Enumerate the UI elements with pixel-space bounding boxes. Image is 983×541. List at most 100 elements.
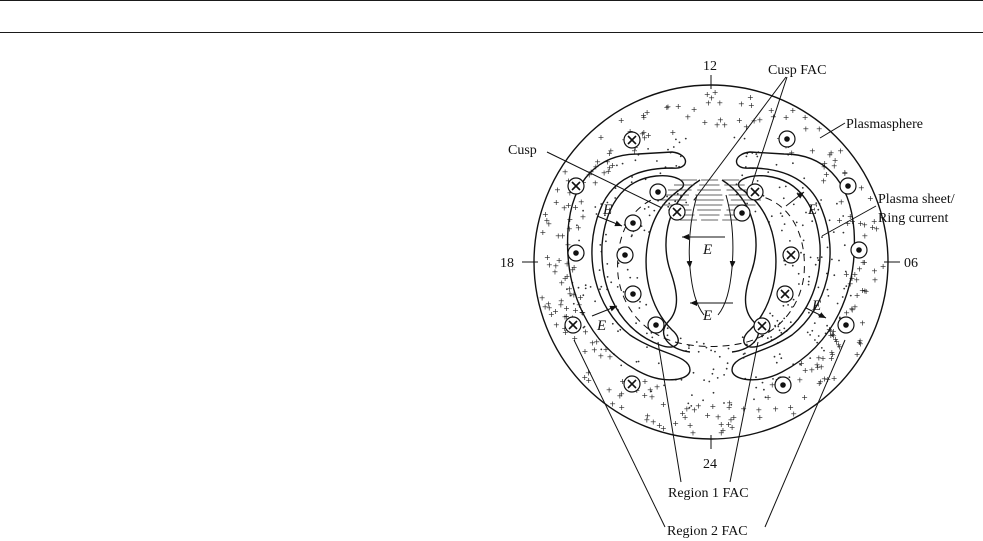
dot-mark — [744, 352, 746, 355]
label-plasmasphere: Plasmasphere — [846, 117, 923, 132]
plus-mark: + — [730, 413, 737, 422]
outer-right-contour — [731, 151, 856, 381]
dot-mark — [672, 146, 675, 148]
plus-mark: + — [546, 220, 553, 229]
dot-mark — [647, 148, 649, 150]
plus-mark: + — [555, 232, 562, 241]
dot-mark — [636, 277, 639, 279]
dot-mark — [667, 205, 670, 208]
dot-mark — [787, 304, 789, 306]
dot-mark — [584, 284, 587, 287]
dot-mark — [826, 288, 829, 291]
plus-mark: + — [873, 224, 880, 233]
plus-mark: + — [618, 389, 625, 398]
label-midnight: 24 — [703, 457, 717, 472]
dot-mark — [703, 379, 705, 381]
plus-mark: + — [718, 420, 725, 429]
e-arrow-upper-right — [785, 191, 805, 207]
dot-mark — [667, 148, 669, 151]
dot-mark — [761, 381, 764, 384]
plus-mark: + — [797, 376, 804, 385]
dot-mark — [839, 316, 841, 319]
plus-mark: + — [566, 284, 573, 293]
dot-mark — [789, 321, 792, 324]
plus-mark: + — [821, 162, 828, 171]
dot-mark — [679, 337, 682, 340]
plus-mark: + — [829, 330, 836, 339]
label-noon: 12 — [703, 59, 717, 74]
dot-mark — [637, 360, 640, 363]
dot-mark — [809, 334, 811, 336]
plus-mark: + — [546, 260, 553, 269]
dot-mark — [773, 355, 776, 358]
plus-mark: + — [755, 406, 762, 415]
dot-mark — [783, 223, 786, 226]
plus-mark: + — [788, 148, 795, 157]
dot-mark — [777, 325, 780, 328]
current-in-cross — [786, 250, 796, 260]
plus-mark: + — [871, 267, 878, 276]
e-label-upper-center: E — [702, 242, 712, 258]
plus-mark: + — [639, 130, 646, 139]
plus-mark: + — [715, 413, 722, 422]
e-label-upper-left: E — [602, 202, 612, 218]
plus-mark: + — [545, 299, 552, 308]
plus-mark: + — [586, 170, 593, 179]
plus-mark: + — [644, 416, 651, 425]
plus-mark: + — [553, 321, 560, 330]
current-in-cross — [571, 181, 581, 191]
dot-mark — [778, 353, 781, 355]
plus-mark: + — [539, 294, 546, 303]
dot-mark — [755, 376, 757, 379]
plus-mark: + — [609, 399, 616, 408]
dot-mark — [622, 291, 625, 293]
dot-mark — [743, 137, 746, 140]
dashed-oval — [617, 195, 805, 347]
plus-mark: + — [828, 348, 835, 357]
dot-mark — [702, 342, 705, 345]
plus-mark: + — [593, 337, 600, 346]
dot-mark — [685, 201, 688, 204]
plus-mark: + — [618, 116, 625, 125]
dot-mark — [817, 335, 820, 337]
dot-mark — [582, 294, 585, 297]
dot-mark — [771, 314, 774, 317]
plus-mark: + — [641, 134, 648, 143]
leader-cusp-fac-left — [693, 76, 787, 201]
current-in-cross — [627, 379, 637, 389]
outer-left-contour — [566, 151, 691, 381]
plus-mark: + — [606, 149, 613, 158]
plus-mark: + — [649, 393, 656, 402]
plus-mark: + — [571, 334, 578, 343]
dot-mark — [723, 374, 725, 376]
dot-mark — [849, 294, 852, 297]
dot-mark — [688, 406, 691, 409]
e-label-upper-right: E — [807, 202, 817, 218]
plus-mark: + — [769, 380, 776, 389]
dot-mark — [805, 211, 807, 214]
dot-mark — [843, 287, 846, 290]
plus-mark: + — [802, 113, 809, 122]
dot-mark — [643, 229, 646, 232]
dot-mark — [594, 300, 596, 303]
dot-mark — [711, 372, 714, 375]
dot-mark — [668, 202, 671, 205]
plus-mark: + — [851, 270, 858, 279]
plus-mark: + — [603, 345, 610, 354]
dot-mark — [816, 341, 819, 344]
plus-mark: + — [828, 354, 835, 363]
label-region2-fac: Region 2 FAC — [667, 524, 748, 539]
dot-mark — [806, 331, 809, 334]
plus-mark: + — [829, 350, 836, 359]
plus-mark: + — [831, 374, 838, 383]
plus-mark: + — [704, 411, 711, 420]
plus-mark: + — [740, 404, 747, 413]
dot-mark — [764, 396, 767, 399]
dot-mark — [611, 322, 614, 325]
plus-mark: + — [562, 313, 569, 322]
inner-left-contour — [601, 174, 685, 348]
plus-mark: + — [852, 302, 859, 311]
dot-mark — [712, 368, 715, 371]
dot-mark — [725, 367, 728, 370]
plus-mark: + — [856, 265, 863, 274]
